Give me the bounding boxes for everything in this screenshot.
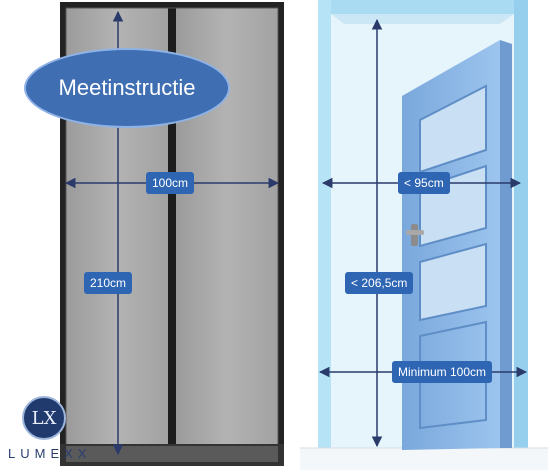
door-window-top bbox=[419, 84, 487, 174]
door-width-label: < 95cm bbox=[398, 172, 450, 194]
brand-name: LUMEXX bbox=[8, 446, 92, 461]
screen-width-label: 100cm bbox=[146, 172, 195, 194]
instruction-title: Meetinstructie bbox=[24, 48, 230, 128]
door-window-bottom bbox=[419, 242, 487, 322]
brand-monogram: LX bbox=[22, 396, 66, 440]
door-panel bbox=[419, 320, 487, 430]
open-door bbox=[402, 40, 512, 450]
brand-logo: LX LUMEXX bbox=[8, 396, 118, 468]
door-height-label: < 206,5cm bbox=[345, 272, 414, 294]
magnetic-seam bbox=[168, 8, 176, 458]
door-minimum-label: Minimum 100cm bbox=[392, 361, 493, 383]
screen-height-label: 210cm bbox=[84, 272, 133, 294]
door-handle bbox=[406, 230, 424, 235]
